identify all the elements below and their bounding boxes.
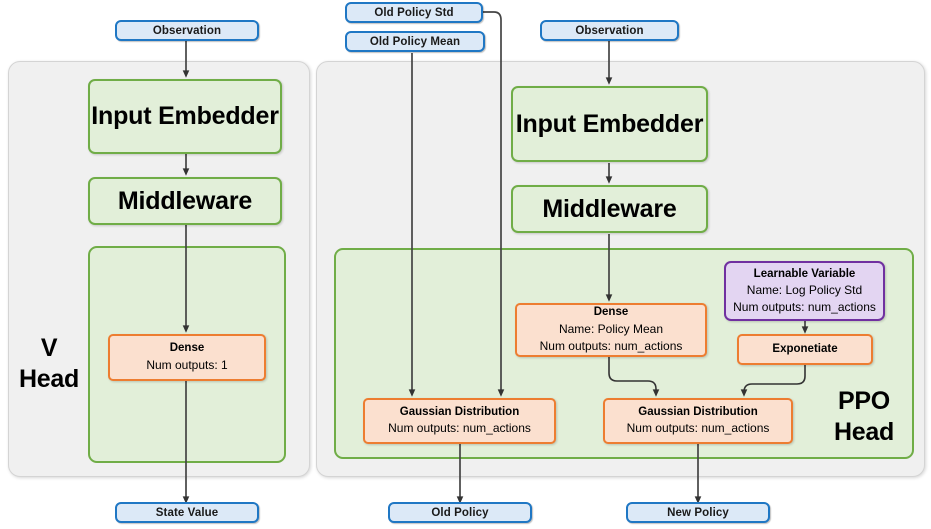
ppo-head-dense-policy-mean[interactable]: Dense Name: Policy Mean Num outputs: num… bbox=[515, 303, 707, 357]
v-head-label-line2: Head bbox=[19, 364, 79, 393]
output-state-value[interactable]: State Value bbox=[115, 502, 259, 523]
learnable-variable-name: Name: Log Policy Std bbox=[746, 282, 863, 297]
v-head-middleware[interactable]: Middleware bbox=[88, 177, 282, 225]
learnable-variable-title: Learnable Variable bbox=[753, 267, 856, 280]
output-new-policy-label: New Policy bbox=[667, 506, 729, 519]
ppo-head-dense-title: Dense bbox=[593, 306, 629, 319]
input-old-policy-std-label: Old Policy Std bbox=[374, 6, 454, 19]
ppo-head-input-embedder[interactable]: Input Embedder bbox=[511, 86, 708, 162]
input-observation-left-label: Observation bbox=[152, 24, 222, 37]
v-head-label: V Head bbox=[14, 333, 84, 394]
ppo-head-exponetiate[interactable]: Exponetiate bbox=[737, 334, 873, 365]
learnable-variable-num-outputs: Num outputs: num_actions bbox=[733, 300, 876, 315]
ppo-head-label-line1: PPO bbox=[838, 387, 890, 415]
ppo-head-gaussian-new[interactable]: Gaussian Distribution Num outputs: num_a… bbox=[603, 398, 793, 444]
v-head-label-line1: V bbox=[40, 334, 58, 362]
exponetiate-label: Exponetiate bbox=[772, 342, 838, 355]
input-old-policy-std[interactable]: Old Policy Std bbox=[345, 2, 483, 23]
v-head-dense-title: Dense bbox=[169, 342, 205, 355]
output-old-policy-label: Old Policy bbox=[431, 506, 489, 519]
ppo-head-gaussian-old[interactable]: Gaussian Distribution Num outputs: num_a… bbox=[363, 398, 556, 444]
v-head-dense-num-outputs: Num outputs: 1 bbox=[146, 357, 228, 372]
ppo-head-dense-name: Name: Policy Mean bbox=[558, 321, 664, 336]
v-head-dense[interactable]: Dense Num outputs: 1 bbox=[108, 334, 266, 381]
v-head-input-embedder[interactable]: Input Embedder bbox=[88, 79, 282, 154]
ppo-head-middleware[interactable]: Middleware bbox=[511, 185, 708, 233]
gaussian-new-title: Gaussian Distribution bbox=[638, 405, 758, 418]
v-head-input-embedder-label: Input Embedder bbox=[91, 102, 279, 130]
input-old-policy-mean-label: Old Policy Mean bbox=[369, 35, 461, 48]
input-observation-right[interactable]: Observation bbox=[540, 20, 679, 41]
input-old-policy-mean[interactable]: Old Policy Mean bbox=[345, 31, 485, 52]
ppo-head-middleware-label: Middleware bbox=[542, 194, 677, 223]
ppo-head-learnable-variable[interactable]: Learnable Variable Name: Log Policy Std … bbox=[724, 261, 885, 321]
input-observation-left[interactable]: Observation bbox=[115, 20, 259, 41]
output-old-policy[interactable]: Old Policy bbox=[388, 502, 532, 523]
ppo-head-label-line2: Head bbox=[834, 417, 894, 446]
output-state-value-label: State Value bbox=[155, 506, 219, 519]
ppo-head-input-embedder-label: Input Embedder bbox=[515, 109, 704, 138]
gaussian-new-num-outputs: Num outputs: num_actions bbox=[626, 421, 770, 436]
ppo-head-label: PPO Head bbox=[818, 386, 910, 447]
ppo-head-dense-num-outputs: Num outputs: num_actions bbox=[539, 338, 683, 353]
gaussian-old-num-outputs: Num outputs: num_actions bbox=[388, 421, 531, 436]
gaussian-old-title: Gaussian Distribution bbox=[399, 405, 520, 418]
v-head-middleware-label: Middleware bbox=[117, 186, 253, 215]
output-new-policy[interactable]: New Policy bbox=[626, 502, 770, 523]
input-observation-right-label: Observation bbox=[575, 24, 644, 37]
